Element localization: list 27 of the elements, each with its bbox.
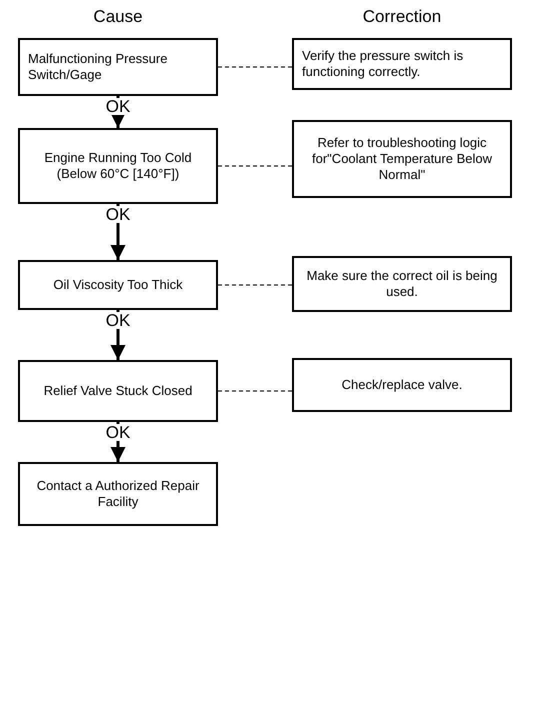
process-box [18, 360, 218, 422]
box-text: Malfunctioning Pressure Switch/Gage [28, 50, 168, 84]
process-box [292, 38, 512, 90]
box-text: Contact a Authorized Repair Facility [36, 478, 200, 510]
process-box [292, 256, 512, 312]
edge-label: OK [104, 312, 132, 329]
process-box [18, 462, 218, 526]
box-text: Relief Valve Stuck Closed [44, 382, 192, 400]
dashed-connector [218, 66, 292, 68]
box-text: Refer to troubleshooting logic for"Coolant Temperature Below Normal" [311, 134, 493, 184]
box-text: Engine Running Too Cold (Below 60°C [140°F]) [43, 150, 193, 182]
box-text: Verify the pressure switch is functioning correctly. [302, 48, 464, 80]
column-heading: Cause [92, 8, 144, 25]
dashed-connector [218, 390, 292, 392]
column-heading: Correction [362, 8, 442, 25]
box-text: Oil Viscosity Too Thick [53, 276, 183, 294]
edge-label: OK [104, 206, 132, 223]
process-box [292, 120, 512, 198]
process-box [18, 260, 218, 310]
box-text: Check/replace valve. [342, 376, 462, 394]
process-box [292, 358, 512, 412]
edge-label: OK [104, 98, 132, 115]
edge-label: OK [104, 424, 132, 441]
box-text: Make sure the correct oil is being used. [306, 268, 498, 300]
process-box [18, 38, 218, 96]
dashed-connector [218, 284, 292, 286]
process-box [18, 128, 218, 204]
